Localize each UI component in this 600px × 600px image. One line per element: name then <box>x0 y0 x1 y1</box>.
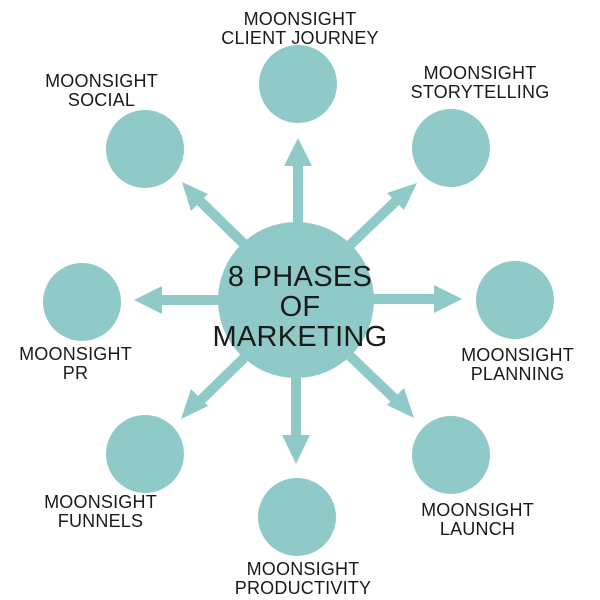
phase-label-line-2: SOCIAL <box>67 90 136 110</box>
phase-label-line-1: MOONSIGHT <box>243 9 357 29</box>
center-title-line-3: MARKETING <box>212 321 388 353</box>
arrow-up-left <box>182 182 248 248</box>
phase-circle-funnels <box>106 415 184 493</box>
phase-label-storytelling: MOONSIGHT STORYTELLING <box>395 64 565 102</box>
phase-label-launch: MOONSIGHT LAUNCH <box>410 501 545 539</box>
phase-label-pr: MOONSIGHT PR <box>8 345 143 383</box>
phase-label-social: MOONSIGHT SOCIAL <box>34 72 169 110</box>
center-title: 8 PHASES OF MARKETING <box>195 262 405 352</box>
phase-label-line-2: PLANNING <box>470 364 565 384</box>
phase-label-line-2: STORYTELLING <box>410 82 550 102</box>
phase-label-line-1: MOONSIGHT <box>45 71 158 91</box>
center-title-line-2: OF <box>279 291 321 323</box>
phase-label-line-1: MOONSIGHT <box>246 559 360 579</box>
phase-label-line-2: PRODUCTIVITY <box>234 578 372 598</box>
arrow-left <box>134 286 222 314</box>
phase-label-funnels: MOONSIGHT FUNNELS <box>33 493 168 531</box>
phase-circle-storytelling <box>412 109 490 187</box>
center-hub-circle <box>218 222 374 378</box>
arrows-group <box>134 138 462 464</box>
arrow-up-right <box>346 183 417 249</box>
phase-label-line-1: MOONSIGHT <box>19 344 132 364</box>
phase-label-line-1: MOONSIGHT <box>421 500 534 520</box>
phase-label-line-1: MOONSIGHT <box>461 345 574 365</box>
phase-circle-launch <box>412 416 490 494</box>
center-title-line-1: 8 PHASES <box>227 261 373 293</box>
phase-label-line-1: MOONSIGHT <box>44 492 157 512</box>
arrow-up <box>284 138 312 225</box>
arrow-down-right <box>346 352 414 418</box>
phase-label-line-2: FUNNELS <box>57 511 144 531</box>
phase-circle-pr <box>43 263 121 341</box>
phase-label-line-1: MOONSIGHT <box>423 63 537 83</box>
phase-label-productivity: MOONSIGHT PRODUCTIVITY <box>218 560 388 598</box>
arrow-right <box>373 285 462 313</box>
phase-circle-planning <box>476 261 554 339</box>
phase-label-line-2: LAUNCH <box>439 519 516 539</box>
arrow-down <box>282 372 310 464</box>
phase-label-line-2: PR <box>62 363 89 383</box>
phase-circle-social <box>106 110 184 188</box>
phase-circle-client-journey <box>259 45 337 123</box>
phase-circle-productivity <box>258 478 336 556</box>
phase-label-line-2: CLIENT JOURNEY <box>221 28 379 48</box>
phase-label-client-journey: MOONSIGHT CLIENT JOURNEY <box>210 10 390 48</box>
phase-label-planning: MOONSIGHT PLANNING <box>450 346 585 384</box>
arrow-down-left <box>181 354 248 419</box>
